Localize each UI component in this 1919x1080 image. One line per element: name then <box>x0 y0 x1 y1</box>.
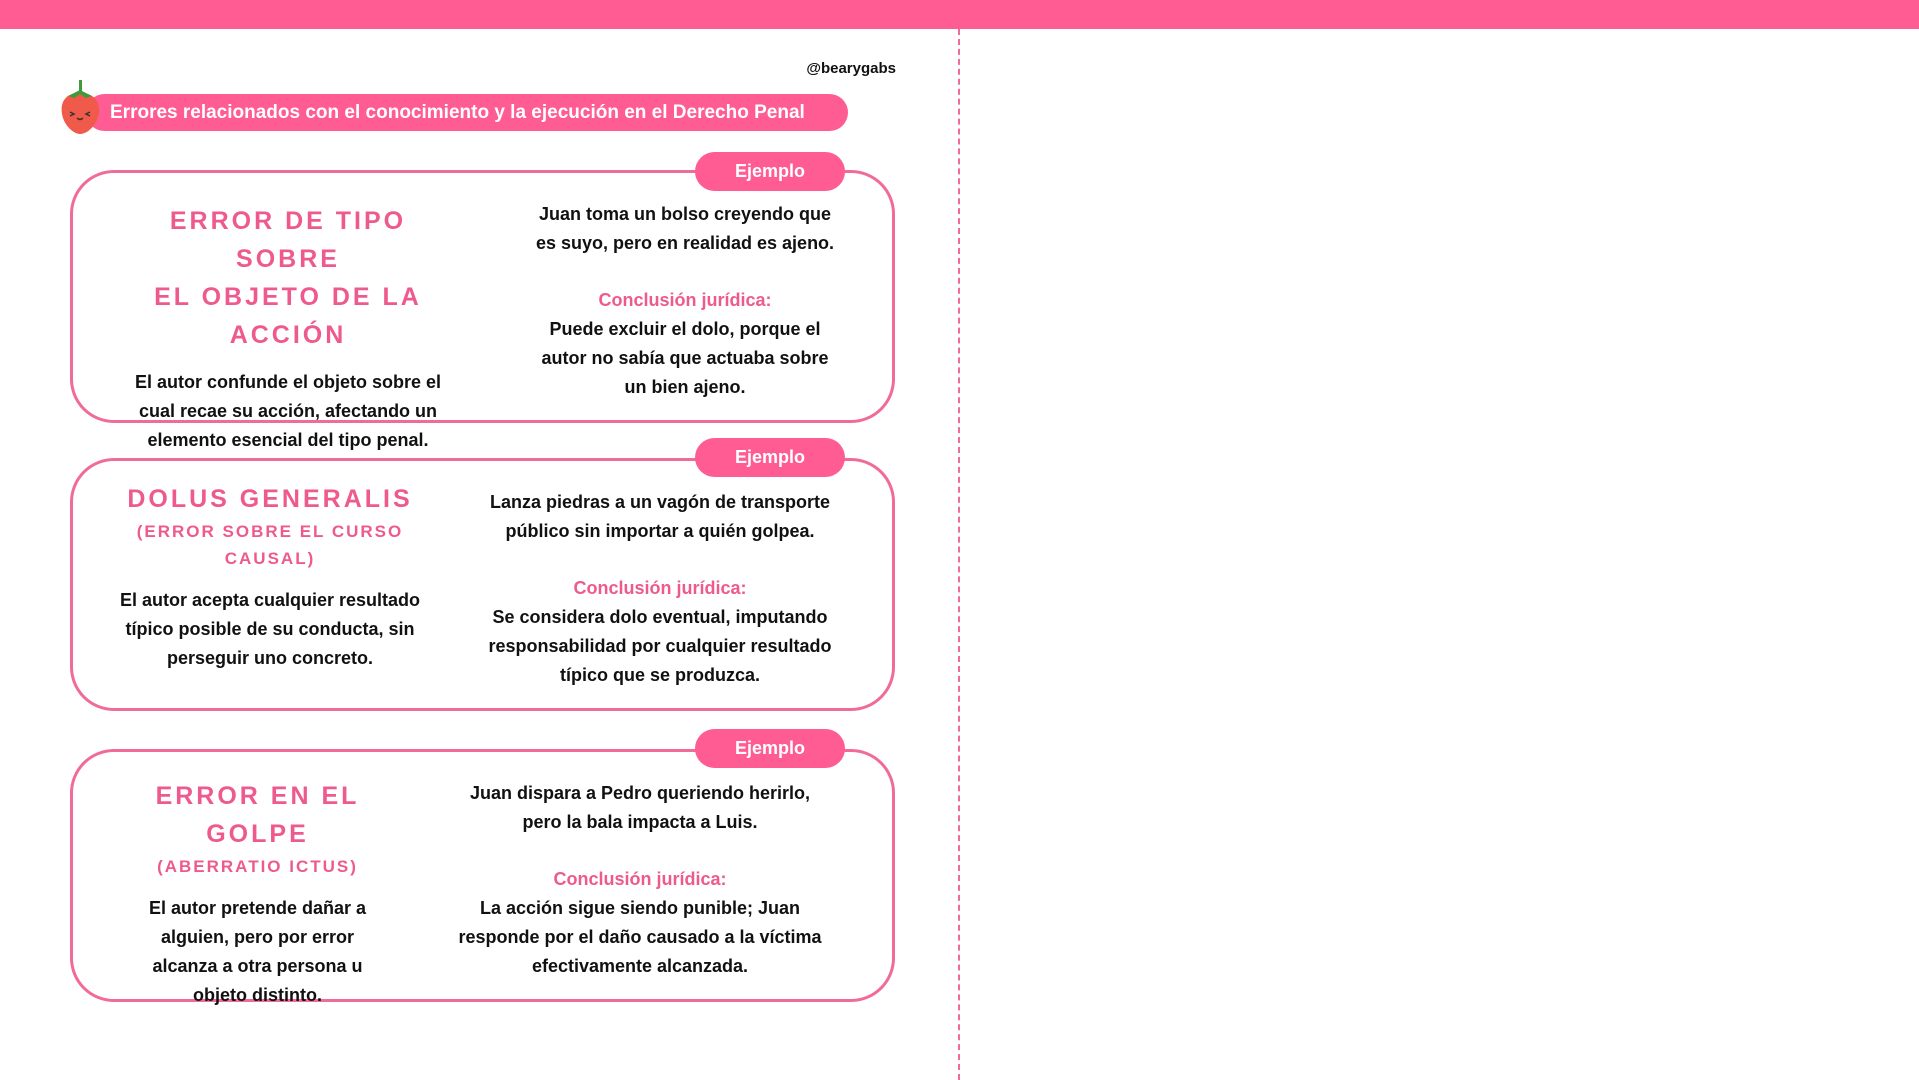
concept-title: ERROR EN EL GOLPE <box>155 782 360 848</box>
example-pill: Ejemplo <box>695 729 845 768</box>
example-pill: Ejemplo <box>695 152 845 191</box>
error-card <box>70 458 895 711</box>
example-line: pero la bala impacta a Luis. <box>522 812 758 832</box>
concept-column: DOLUS GENERALIS (ERROR SOBRE EL CURSO CAUS… <box>96 480 444 673</box>
definition-line: objeto distinto. <box>193 985 322 1005</box>
definition-line: alguien, pero por error <box>160 927 355 947</box>
concept-title: DOLUS GENERALIS <box>127 485 413 513</box>
example-pill: Ejemplo <box>695 438 845 477</box>
top-bar <box>0 0 1919 29</box>
example-column: Juan dispara a Pedro queriendo herirlo, p… <box>440 779 840 981</box>
error-card <box>70 170 895 423</box>
concept-column: ERROR DE TIPO SOBRE EL OBJETO DE LA ACCIÓ… <box>116 202 460 455</box>
conclusion-label: Conclusión jurídica: <box>553 869 727 889</box>
conclusion-label: Conclusión jurídica: <box>573 578 747 598</box>
conclusion-line: responsabilidad por cualquier resultado <box>488 636 832 656</box>
conclusion-line: responde por el daño causado a la víctim… <box>458 927 822 947</box>
example-line: Juan dispara a Pedro queriendo herirlo, <box>469 783 811 803</box>
definition-line: alcanza a otra persona u <box>152 956 363 976</box>
error-card <box>70 749 895 1002</box>
conclusion-line: típico que se produzca. <box>559 665 761 685</box>
definition-line: El autor confunde el objeto sobre el <box>134 372 442 392</box>
definition-line: elemento esencial del tipo penal. <box>147 430 429 450</box>
strawberry-icon <box>61 80 100 134</box>
conclusion-line: autor no sabía que actuaba sobre <box>541 348 829 368</box>
conclusion-line: efectivamente alcanzada. <box>531 956 749 976</box>
example-column: Lanza piedras a un vagón de transporte pú… <box>465 488 855 690</box>
definition-line: perseguir uno concreto. <box>166 648 374 668</box>
page-divider <box>958 29 960 1080</box>
definition-line: cual recae su acción, afectando un <box>138 401 438 421</box>
page-title: Errores relacionados con el conocimiento… <box>86 94 848 131</box>
concept-title: ERROR DE TIPO SOBRE <box>169 207 407 273</box>
example-column: Juan toma un bolso creyendo que es suyo, … <box>510 200 860 402</box>
concept-column: ERROR EN EL GOLPE (ABERRATIO ICTUS) El aut… <box>100 777 415 1010</box>
conclusion-line: La acción sigue siendo punible; Juan <box>479 898 801 918</box>
conclusion-line: Puede excluir el dolo, porque el <box>549 319 821 339</box>
example-line: Lanza piedras a un vagón de transporte <box>489 492 831 512</box>
example-line: público sin importar a quién golpea. <box>505 521 815 541</box>
conclusion-line: Se considera dolo eventual, imputando <box>492 607 828 627</box>
concept-subtitle: (ABERRATIO ICTUS) <box>157 857 358 876</box>
conclusion-line: un bien ajeno. <box>624 377 746 397</box>
concept-title: EL OBJETO DE LA ACCIÓN <box>154 283 422 349</box>
concept-subtitle: (ERROR SOBRE EL CURSO <box>136 522 404 541</box>
example-line: es suyo, pero en realidad es ajeno. <box>535 233 835 253</box>
definition-line: típico posible de su conducta, sin <box>125 619 415 639</box>
conclusion-label: Conclusión jurídica: <box>598 290 772 310</box>
author-handle: @bearygabs <box>806 60 896 77</box>
definition-line: El autor pretende dañar a <box>148 898 367 918</box>
concept-subtitle: CAUSAL) <box>224 549 316 568</box>
example-line: Juan toma un bolso creyendo que <box>538 204 832 224</box>
definition-line: El autor acepta cualquier resultado <box>119 590 421 610</box>
